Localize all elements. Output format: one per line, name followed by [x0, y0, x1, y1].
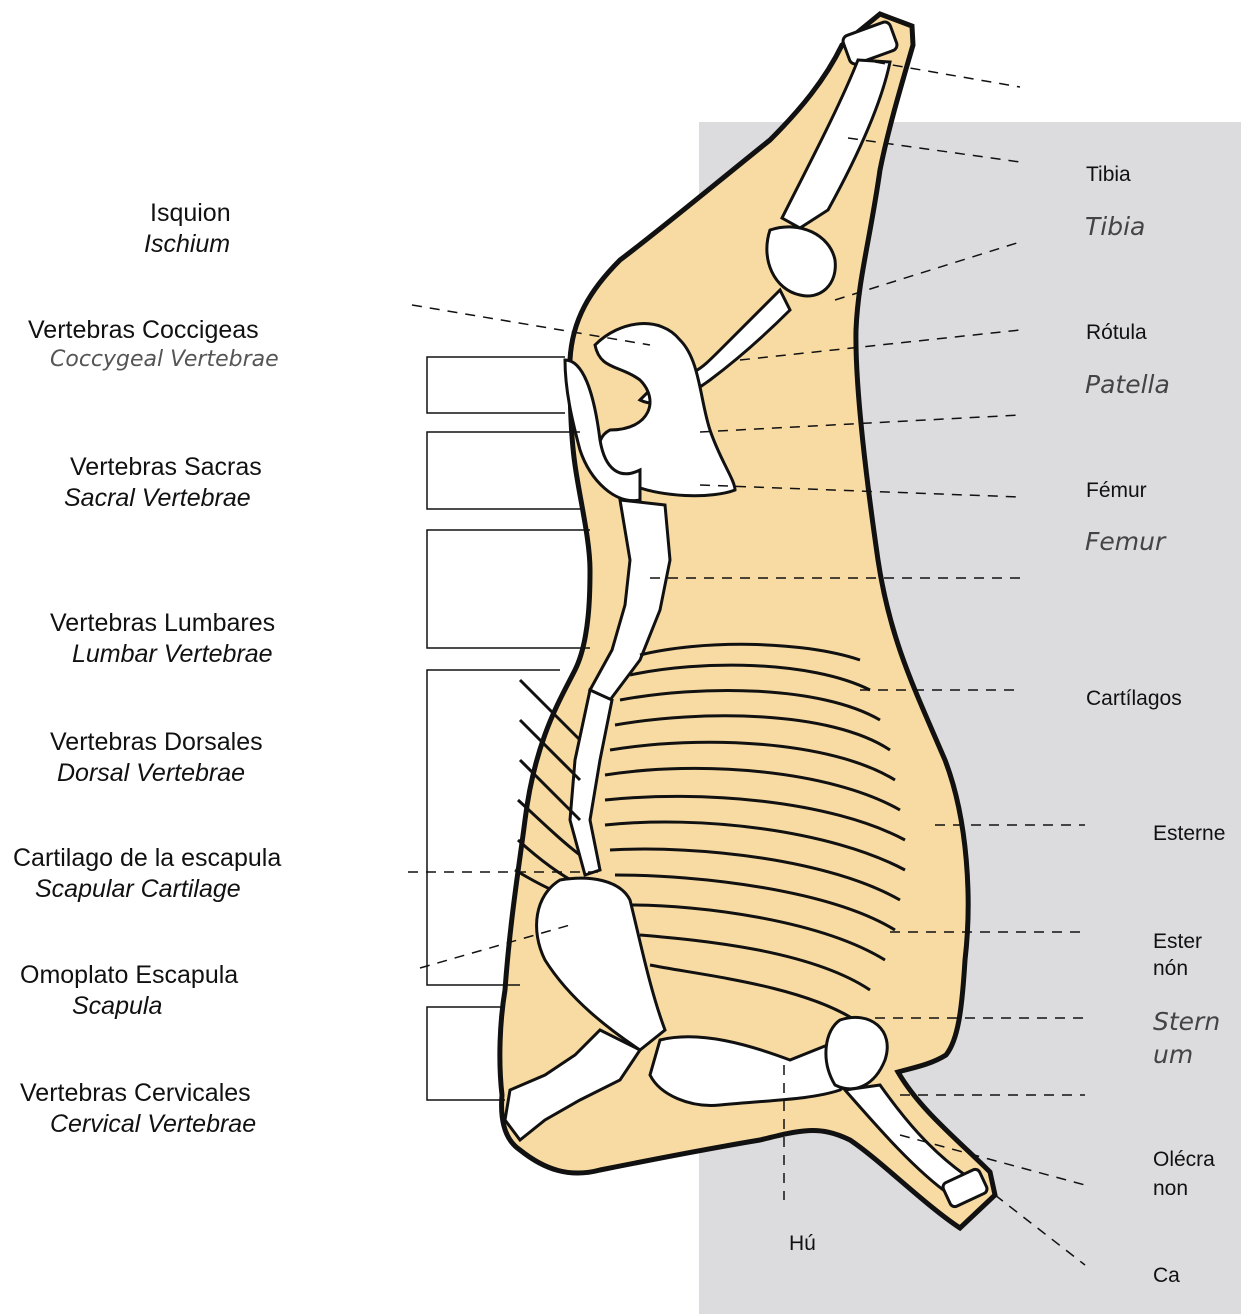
label-cartilagos: Cartílagos: [1086, 685, 1182, 712]
label-dorsal-latin: Dorsal Vertebrae: [57, 758, 263, 789]
label-scapula-latin: Scapula: [72, 991, 238, 1022]
label-lumbar-latin: Lumbar Vertebrae: [72, 639, 275, 670]
label-olecranon-line1: Olécra: [1153, 1146, 1215, 1173]
label-olecranon: Olécra non: [1153, 1146, 1215, 1203]
label-coccygeal-name: Vertebras Coccigeas: [28, 315, 279, 346]
label-cervical: Vertebras Cervicales Cervical Vertebrae: [20, 1078, 256, 1141]
label-scapular-cartilage-name: Cartilago de la escapula: [13, 843, 281, 874]
label-dorsal-name: Vertebras Dorsales: [50, 727, 263, 758]
label-lumbar: Vertebras Lumbares Lumbar Vertebrae: [50, 608, 275, 671]
label-ischium-name: Isquion: [150, 198, 231, 229]
label-sacral: Vertebras Sacras Sacral Vertebrae: [70, 452, 262, 515]
label-sternum: Stern um: [1153, 1006, 1220, 1071]
label-ischium: Isquion Ischium: [150, 198, 231, 261]
label-esterne: Esterne: [1153, 820, 1225, 847]
label-femur: Fémur: [1086, 477, 1147, 504]
label-tibia-latin: Tibia: [1085, 212, 1145, 241]
label-sternum-line2: um: [1153, 1039, 1220, 1072]
label-ca: Ca: [1153, 1262, 1180, 1289]
label-patella: Patella: [1085, 370, 1170, 399]
label-esternon: Ester nón: [1153, 928, 1202, 983]
label-esternon-line2: nón: [1153, 955, 1202, 982]
label-olecranon-line2: non: [1153, 1175, 1215, 1202]
label-sacral-latin: Sacral Vertebrae: [64, 483, 262, 514]
humerus-bone: [650, 1037, 855, 1106]
label-scapular-cartilage-latin: Scapular Cartilage: [35, 874, 281, 905]
label-coccygeal-latin: Coccygeal Vertebrae: [50, 346, 279, 374]
label-scapular-cartilage: Cartilago de la escapula Scapular Cartil…: [13, 843, 281, 906]
label-lumbar-name: Vertebras Lumbares: [50, 608, 275, 639]
label-esternon-line1: Ester: [1153, 928, 1202, 955]
label-sternum-line1: Stern: [1153, 1006, 1220, 1039]
label-femur-latin: Femur: [1085, 527, 1165, 556]
label-coccygeal: Vertebras Coccigeas Coccygeal Vertebrae: [28, 315, 279, 374]
label-scapula-name: Omoplato Escapula: [20, 960, 238, 991]
label-cervical-latin: Cervical Vertebrae: [50, 1109, 256, 1140]
label-hu: Hú: [789, 1230, 816, 1257]
label-dorsal: Vertebras Dorsales Dorsal Vertebrae: [50, 727, 263, 790]
label-sacral-name: Vertebras Sacras: [70, 452, 262, 483]
label-rotula: Rótula: [1086, 319, 1147, 346]
label-tibia: Tibia: [1086, 161, 1131, 188]
label-ischium-latin: Ischium: [144, 229, 231, 260]
label-scapula: Omoplato Escapula Scapula: [20, 960, 238, 1023]
label-cervical-name: Vertebras Cervicales: [20, 1078, 256, 1109]
